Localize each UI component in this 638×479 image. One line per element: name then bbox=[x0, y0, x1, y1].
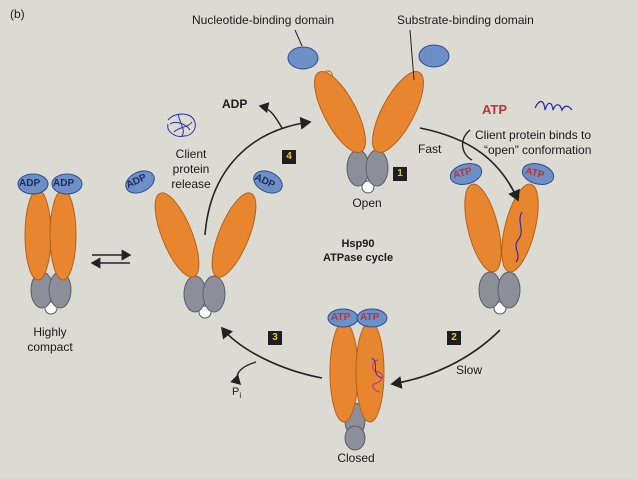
step-2-badge: 2 bbox=[447, 331, 461, 345]
step-1-badge: 1 bbox=[393, 167, 407, 181]
diagram-shape bbox=[154, 192, 200, 278]
compact-state-molecule bbox=[17, 173, 83, 315]
substrate-domain-pointer bbox=[409, 29, 415, 81]
diagram-shape bbox=[125, 170, 155, 194]
substrate-domain-label: Substrate-binding domain bbox=[397, 13, 534, 27]
cycle-title-2: ATPase cycle bbox=[322, 252, 394, 264]
diagram-shape bbox=[253, 170, 283, 194]
nucleotide-domain-label: Nucleotide-binding domain bbox=[192, 13, 335, 27]
diagram-shape bbox=[211, 192, 257, 278]
diagram-shape bbox=[287, 46, 319, 70]
arrow-open-to-bound bbox=[419, 127, 520, 202]
nucleotide-domain-pointer bbox=[294, 29, 303, 47]
diagram-shape bbox=[49, 189, 77, 281]
closed-state-label: Closed bbox=[337, 451, 375, 465]
handwritten-doodle bbox=[167, 113, 196, 137]
arrow-atp-in bbox=[462, 129, 473, 161]
step-3-badge: 3 bbox=[268, 331, 282, 345]
client-bound-molecule bbox=[449, 162, 555, 315]
adp-cap-label: ADP bbox=[19, 178, 41, 189]
release-state-molecule bbox=[125, 170, 283, 319]
diagram-shape bbox=[371, 357, 383, 379]
arrow-closed-to-release bbox=[220, 326, 323, 379]
step-4-badge: 4 bbox=[282, 150, 296, 164]
slow-label: Slow bbox=[456, 363, 483, 377]
panel-letter: (b) bbox=[10, 7, 25, 21]
handwritten-squiggle bbox=[534, 100, 573, 112]
diagram-shape bbox=[17, 173, 49, 195]
client-protein-scribble bbox=[515, 211, 523, 263]
diagram-shape bbox=[501, 183, 539, 273]
diagram-shape bbox=[356, 308, 388, 328]
diagram-shape bbox=[202, 275, 226, 313]
compact-label-2: compact bbox=[27, 340, 73, 354]
diagram-shape bbox=[329, 321, 359, 423]
release-label-2: protein bbox=[172, 162, 210, 176]
client-binds-label-2: “open” conformation bbox=[484, 143, 592, 157]
arrow-bound-to-closed bbox=[390, 329, 501, 389]
diagram-shape bbox=[51, 173, 83, 195]
diagram-shape bbox=[418, 44, 450, 68]
open-state-molecule bbox=[287, 44, 450, 194]
closed-state-molecule bbox=[327, 308, 388, 451]
arrow-adp-out bbox=[258, 102, 283, 129]
diagram-shape bbox=[361, 180, 375, 194]
fast-label: Fast bbox=[418, 142, 442, 156]
diagram-shape bbox=[344, 425, 366, 451]
pi-label: Pi bbox=[232, 386, 242, 401]
diagram-shape bbox=[464, 183, 502, 273]
open-state-label: Open bbox=[352, 196, 382, 210]
diagram-shape bbox=[372, 71, 424, 153]
atp-cap-label: ATP bbox=[360, 312, 380, 323]
atp-cap-label: ATP bbox=[331, 312, 351, 323]
cycle-title-1: Hsp90 bbox=[341, 238, 375, 250]
release-label-3: release bbox=[171, 177, 211, 191]
diagram-shape bbox=[314, 71, 366, 153]
diagram-shape bbox=[365, 149, 389, 187]
diagram-shape bbox=[449, 162, 483, 186]
diagram-shape bbox=[521, 162, 555, 186]
adp-released-label: ADP bbox=[222, 97, 248, 111]
compact-label-1: Highly bbox=[33, 325, 67, 339]
adp-cap-label: ADP bbox=[53, 178, 75, 189]
diagram-shape bbox=[167, 113, 196, 137]
diagram-shape bbox=[497, 271, 521, 309]
arrow-release-to-open bbox=[204, 116, 312, 236]
release-label-1: Client bbox=[175, 147, 207, 161]
diagram-shape bbox=[169, 113, 193, 137]
atp-in-label: ATP bbox=[482, 102, 508, 117]
diagram-shape bbox=[24, 189, 52, 281]
arrow-pi-out bbox=[230, 361, 257, 385]
client-binds-label-1: Client protein binds to bbox=[475, 128, 592, 142]
